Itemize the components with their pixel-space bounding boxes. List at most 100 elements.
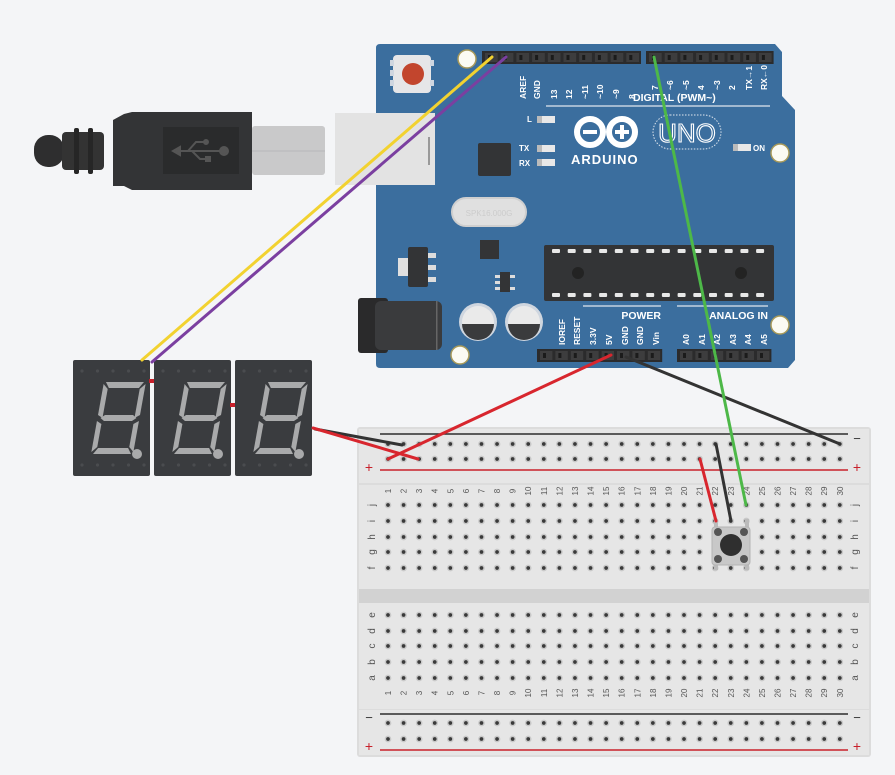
rail-hole[interactable] <box>742 719 750 727</box>
terminal-hole[interactable] <box>805 501 813 509</box>
rail-hole[interactable] <box>540 735 548 743</box>
analog-pin-socket[interactable] <box>741 351 754 360</box>
terminal-hole[interactable] <box>415 501 423 509</box>
rail-hole[interactable] <box>711 719 719 727</box>
wire-red-5v[interactable] <box>386 353 613 461</box>
power-pin-socket[interactable] <box>540 351 553 360</box>
terminal-hole[interactable] <box>571 517 579 525</box>
rail-hole[interactable] <box>805 440 813 448</box>
rail-hole[interactable] <box>431 455 439 463</box>
terminal-hole[interactable] <box>446 627 454 635</box>
terminal-hole[interactable] <box>524 674 532 682</box>
terminal-hole[interactable] <box>415 658 423 666</box>
seven-segment-display[interactable] <box>73 360 150 476</box>
terminal-hole[interactable] <box>774 658 781 666</box>
rail-hole[interactable] <box>789 440 797 448</box>
terminal-hole[interactable] <box>789 548 797 556</box>
terminal-hole[interactable] <box>602 658 610 666</box>
terminal-hole[interactable] <box>696 548 703 556</box>
terminal-hole[interactable] <box>774 548 781 556</box>
terminal-hole[interactable] <box>805 674 813 682</box>
terminal-hole[interactable] <box>649 548 657 556</box>
terminal-hole[interactable] <box>540 674 548 682</box>
rail-hole[interactable] <box>742 735 750 743</box>
rail-hole[interactable] <box>415 735 423 743</box>
terminal-hole[interactable] <box>789 627 797 635</box>
terminal-hole[interactable] <box>587 501 594 509</box>
terminal-hole[interactable] <box>509 564 516 572</box>
rail-hole[interactable] <box>509 735 516 743</box>
rail-hole[interactable] <box>524 455 532 463</box>
rail-hole[interactable] <box>727 455 735 463</box>
rail-hole[interactable] <box>820 455 828 463</box>
rail-hole[interactable] <box>649 440 657 448</box>
terminal-hole[interactable] <box>400 674 407 682</box>
terminal-hole[interactable] <box>727 674 735 682</box>
terminal-hole[interactable] <box>587 674 594 682</box>
terminal-hole[interactable] <box>633 517 641 525</box>
terminal-hole[interactable] <box>665 611 672 619</box>
terminal-hole[interactable] <box>556 517 563 525</box>
terminal-hole[interactable] <box>742 674 750 682</box>
power-pin-socket[interactable] <box>632 351 645 360</box>
terminal-hole[interactable] <box>400 501 407 509</box>
terminal-hole[interactable] <box>649 627 657 635</box>
terminal-hole[interactable] <box>836 642 844 650</box>
terminal-hole[interactable] <box>665 564 672 572</box>
terminal-hole[interactable] <box>805 564 813 572</box>
terminal-hole[interactable] <box>649 642 657 650</box>
terminal-hole[interactable] <box>602 674 610 682</box>
rail-hole[interactable] <box>633 719 641 727</box>
terminal-hole[interactable] <box>478 642 485 650</box>
terminal-hole[interactable] <box>509 517 516 525</box>
digital-pin-socket[interactable] <box>758 53 772 62</box>
terminal-hole[interactable] <box>493 674 501 682</box>
rail-hole[interactable] <box>742 455 750 463</box>
terminal-hole[interactable] <box>758 564 766 572</box>
terminal-hole[interactable] <box>633 658 641 666</box>
terminal-hole[interactable] <box>820 611 828 619</box>
rail-hole[interactable] <box>774 440 781 448</box>
rail-hole[interactable] <box>727 735 735 743</box>
terminal-hole[interactable] <box>727 642 735 650</box>
terminal-hole[interactable] <box>384 658 392 666</box>
terminal-hole[interactable] <box>384 533 392 541</box>
digital-pin-socket[interactable] <box>626 53 639 62</box>
rail-hole[interactable] <box>680 455 688 463</box>
rail-hole[interactable] <box>446 719 454 727</box>
terminal-hole[interactable] <box>805 548 813 556</box>
rail-hole[interactable] <box>665 455 672 463</box>
terminal-hole[interactable] <box>774 611 781 619</box>
terminal-hole[interactable] <box>758 501 766 509</box>
terminal-hole[interactable] <box>711 674 719 682</box>
digital-pin-socket[interactable] <box>579 53 592 62</box>
terminal-hole[interactable] <box>633 674 641 682</box>
terminal-hole[interactable] <box>774 642 781 650</box>
terminal-hole[interactable] <box>618 501 626 509</box>
terminal-hole[interactable] <box>478 501 485 509</box>
terminal-hole[interactable] <box>696 627 703 635</box>
terminal-hole[interactable] <box>509 674 516 682</box>
terminal-hole[interactable] <box>727 564 735 572</box>
terminal-hole[interactable] <box>665 517 672 525</box>
terminal-hole[interactable] <box>649 674 657 682</box>
rail-hole[interactable] <box>836 719 844 727</box>
terminal-hole[interactable] <box>524 548 532 556</box>
terminal-hole[interactable] <box>820 564 828 572</box>
rail-hole[interactable] <box>556 455 563 463</box>
rail-hole[interactable] <box>509 440 516 448</box>
terminal-hole[interactable] <box>446 642 454 650</box>
rail-hole[interactable] <box>400 719 407 727</box>
terminal-hole[interactable] <box>727 658 735 666</box>
terminal-hole[interactable] <box>446 674 454 682</box>
terminal-hole[interactable] <box>633 642 641 650</box>
terminal-hole[interactable] <box>540 642 548 650</box>
terminal-hole[interactable] <box>493 642 501 650</box>
rail-hole[interactable] <box>571 440 579 448</box>
rail-hole[interactable] <box>696 719 703 727</box>
analog-pin-socket[interactable] <box>680 351 693 360</box>
terminal-hole[interactable] <box>805 642 813 650</box>
terminal-hole[interactable] <box>571 642 579 650</box>
digital-pin-socket[interactable] <box>563 53 577 62</box>
terminal-hole[interactable] <box>727 611 735 619</box>
